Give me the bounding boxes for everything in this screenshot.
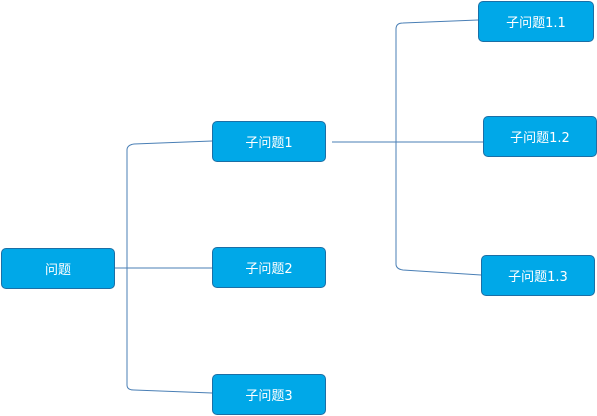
subproblem-1-3-node[interactable]: 子问题1.3 (481, 255, 595, 296)
connector-root-to-subproblem-3 (126, 268, 213, 394)
subproblem-1-3-label: 子问题1.3 (508, 270, 568, 285)
subproblem-3-node[interactable]: 子问题3 (212, 374, 326, 415)
subproblem-1-node[interactable]: 子问题1 (212, 121, 326, 162)
subproblem-2-node[interactable]: 子问题2 (212, 247, 326, 288)
subproblem-2-label: 子问题2 (245, 262, 293, 277)
root-problem-node[interactable]: 问题 (1, 248, 115, 289)
connector-subproblem-1-to-subproblem-1-3 (395, 142, 482, 276)
connector-subproblem-1-to-subproblem-1-1 (395, 19, 479, 142)
connector-root-to-subproblem-1 (126, 140, 213, 268)
subproblem-1-2-label: 子问题1.2 (510, 131, 570, 146)
subproblem-1-1-label: 子问题1.1 (506, 16, 566, 31)
root-problem-label: 问题 (44, 263, 71, 278)
subproblem-1-1-node[interactable]: 子问题1.1 (478, 1, 594, 42)
subproblem-3-label: 子问题3 (245, 389, 293, 404)
subproblem-1-2-node[interactable]: 子问题1.2 (483, 116, 597, 157)
subproblem-1-label: 子问题1 (245, 136, 293, 151)
